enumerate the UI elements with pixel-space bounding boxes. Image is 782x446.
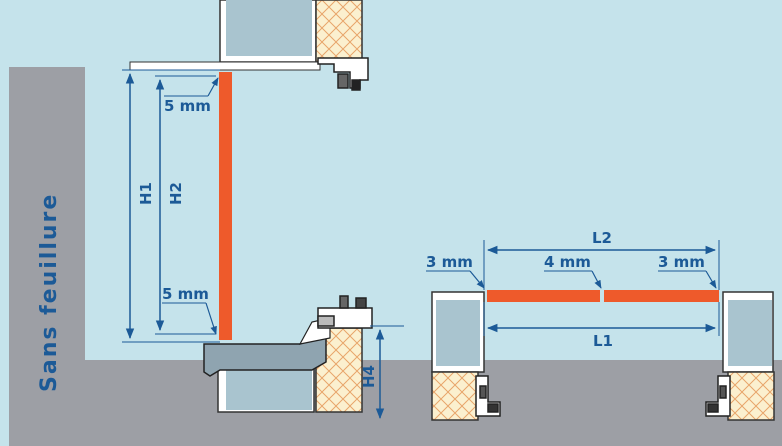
top-frame-profile	[317, 57, 369, 91]
gap-bottom-label: 5 mm	[162, 285, 209, 303]
right-jamb	[705, 291, 775, 421]
gap-right-annotation: 3 mm	[658, 253, 717, 289]
h1-label: H1	[137, 182, 155, 205]
left-jamb	[431, 291, 501, 421]
top-lintel	[129, 0, 369, 91]
gap-middle-annotation: 4 mm	[544, 253, 602, 289]
gap-top-annotation: 5 mm	[164, 77, 219, 115]
gap-bottom-annotation: 5 mm	[162, 285, 217, 335]
gap-left-label: 3 mm	[426, 253, 473, 271]
dimension-h2: H2	[155, 75, 216, 335]
sill-assembly	[203, 295, 373, 413]
l1-label: L1	[593, 332, 613, 350]
h2-label: H2	[167, 182, 185, 205]
dimension-h1: H1	[122, 69, 220, 343]
vertical-panel	[219, 72, 232, 340]
horizontal-panel-right	[604, 290, 719, 302]
horizontal-panel-left	[487, 290, 600, 302]
h4-label: H4	[360, 365, 378, 388]
bottom-frame-profile	[317, 295, 373, 329]
gap-top-label: 5 mm	[164, 97, 211, 115]
gap-right-label: 3 mm	[658, 253, 705, 271]
l2-label: L2	[592, 229, 612, 247]
gap-left-annotation: 3 mm	[426, 253, 485, 289]
dimension-l1: L1	[483, 302, 720, 350]
dimension-h4: H4	[360, 325, 404, 420]
gap-middle-label: 4 mm	[544, 253, 591, 271]
dimension-l2: L2	[483, 229, 720, 290]
side-label: Sans feuillure	[37, 193, 62, 392]
